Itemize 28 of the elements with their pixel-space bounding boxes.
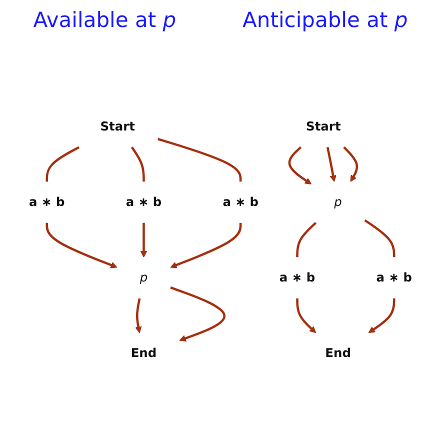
connector <box>158 138 242 182</box>
arrow <box>288 146 312 184</box>
node-text: p <box>334 194 342 210</box>
connector <box>46 146 80 182</box>
arrow <box>296 298 316 334</box>
node-text: Start <box>100 118 135 134</box>
arrow <box>368 298 396 334</box>
arrow <box>170 286 226 342</box>
panel-heading: Anticipable at p <box>242 8 408 32</box>
arrow <box>140 222 148 258</box>
arrow <box>135 298 142 334</box>
node-text: p <box>140 270 148 285</box>
arrow <box>170 222 242 268</box>
connector <box>130 146 145 182</box>
connector <box>364 219 396 258</box>
node-text: a ∗ b <box>222 194 258 210</box>
node-text: a ∗ b <box>126 194 162 210</box>
node-text: a ∗ b <box>376 270 412 285</box>
arrow <box>326 146 336 182</box>
node-text: End <box>325 346 351 360</box>
arrow <box>46 222 118 268</box>
connector <box>296 222 317 258</box>
node-text: Start <box>306 118 341 134</box>
arrow <box>343 146 358 182</box>
node-text: End <box>130 346 157 360</box>
node-text: a ∗ b <box>29 194 65 210</box>
panel-heading: Available at p <box>33 8 176 32</box>
node-text: a ∗ b <box>279 270 316 285</box>
